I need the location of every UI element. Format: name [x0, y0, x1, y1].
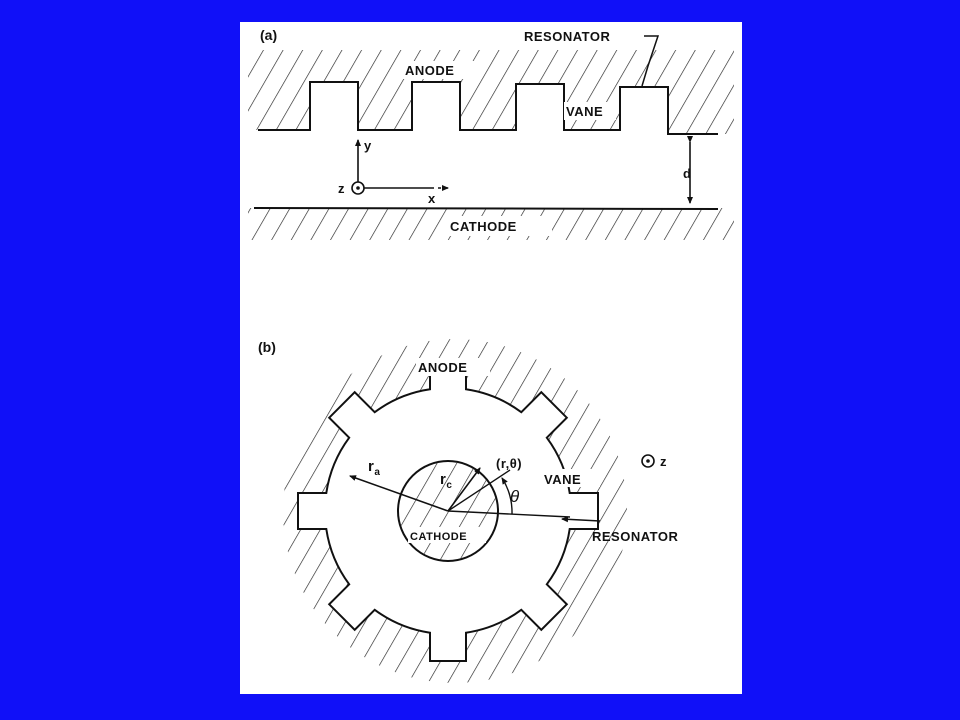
cathode-label-b-bg — [408, 527, 486, 543]
resonator-pointer-arrow — [561, 516, 601, 523]
vane-label-b-bg — [540, 469, 600, 487]
anode-label-a: ANODE — [405, 63, 454, 78]
cathode-label-b: CATHODE — [410, 531, 467, 543]
resonator-leader-line — [641, 35, 660, 87]
anode-radius-line — [349, 475, 449, 512]
cathode-radius-line — [447, 467, 481, 512]
z-out-of-page-dot — [646, 459, 650, 463]
anode-label-bg — [402, 61, 476, 79]
panel-a: (a) y z x d RESONATO — [248, 26, 734, 240]
anode-label-b: ANODE — [418, 360, 467, 375]
anode-label-b-bg — [416, 358, 490, 376]
z-axis-label-b: z — [660, 454, 667, 469]
anode-surface-line — [258, 81, 718, 135]
vane-label-b: VANE — [544, 472, 581, 487]
r-c-label: rc — [440, 471, 452, 491]
r-a-label: ra — [368, 458, 380, 478]
anode-block-a — [248, 50, 734, 134]
panel-b: (b) CATHODE ra rc — [258, 339, 678, 683]
cathode-label-bg — [446, 216, 552, 236]
z-axis-dot — [356, 186, 360, 190]
point-coordinate-label: (r,θ) — [496, 456, 522, 471]
vane-label-bg — [564, 102, 616, 120]
resonator-label-b: RESONATOR — [592, 529, 678, 544]
diagram-sheet: (a) y z x d RESONATO — [240, 22, 742, 694]
point-radius-line — [447, 469, 511, 512]
cathode-surface-line — [253, 207, 719, 210]
y-axis-label: y — [364, 138, 372, 153]
magnetron-diagram: (a) y z x d RESONATO — [248, 26, 734, 683]
theta-angle-arc — [501, 477, 513, 515]
cathode-label-a: CATHODE — [450, 219, 517, 234]
panel-b-label: (b) — [258, 339, 276, 355]
resonator-label-a: RESONATOR — [524, 29, 610, 44]
gap-label: d — [683, 166, 691, 181]
z-axis-label: z — [338, 181, 345, 196]
reference-axis-line — [447, 510, 571, 518]
theta-label: θ — [510, 487, 520, 506]
vane-label-a: VANE — [566, 104, 603, 119]
x-axis-label: x — [428, 191, 436, 206]
resonator-label-bg — [510, 26, 652, 46]
panel-a-label: (a) — [260, 27, 277, 43]
